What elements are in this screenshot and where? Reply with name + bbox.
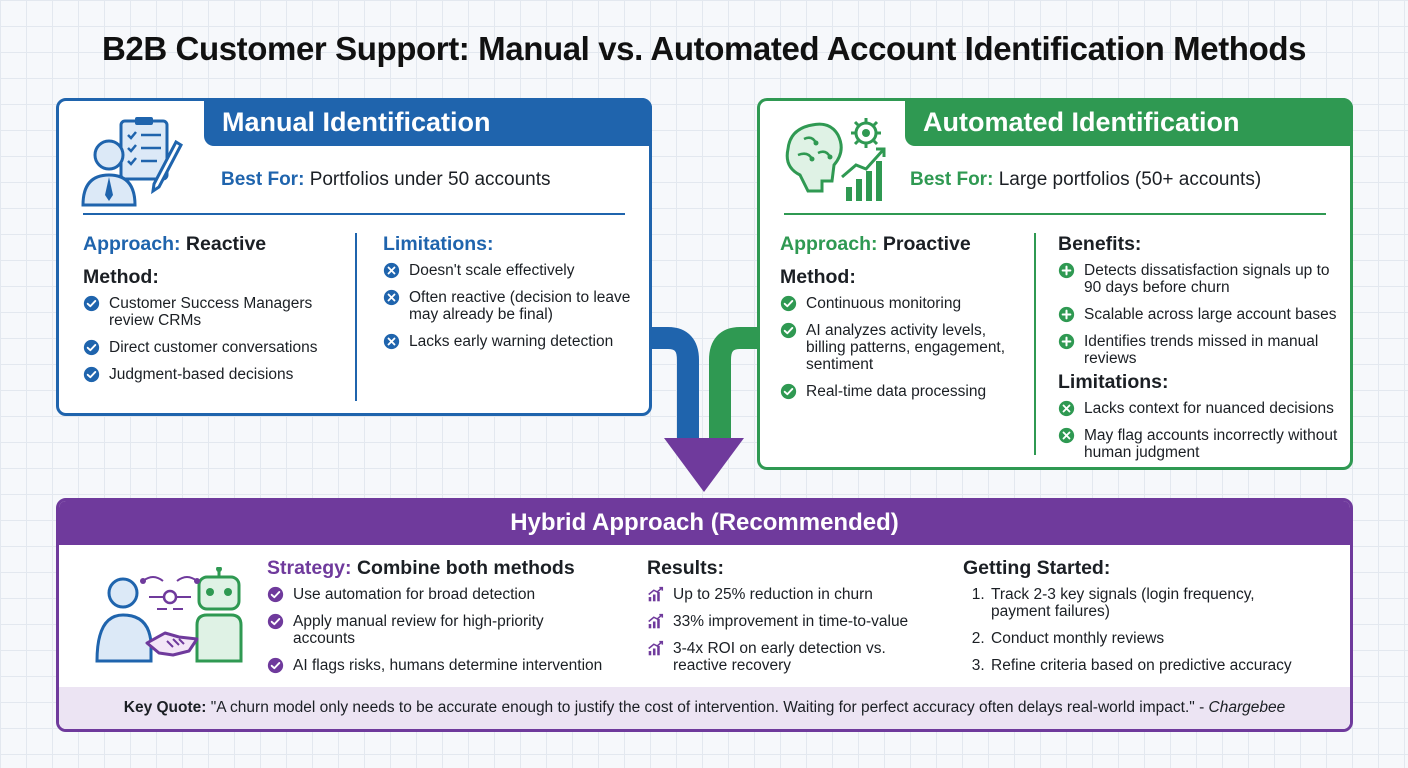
list-item: Direct customer conversations xyxy=(83,339,345,356)
hybrid-strategy: Strategy: Combine both methods xyxy=(267,557,575,579)
list-item: AI flags risks, humans determine interve… xyxy=(267,657,615,674)
hybrid-getting-started-heading: Getting Started: xyxy=(963,557,1111,579)
list-item: Customer Success Managers review CRMs xyxy=(83,295,345,329)
hybrid-results-list: Up to 25% reduction in churn 33% improve… xyxy=(647,586,947,674)
list-item: Use automation for broad detection xyxy=(267,586,615,603)
divider xyxy=(83,213,625,215)
automated-method-heading: Method: xyxy=(780,266,856,288)
manual-method-list: Customer Success Managers review CRMs Di… xyxy=(83,295,345,383)
hybrid-results-column: Results: Up to 25% reduction in churn 33… xyxy=(647,557,947,684)
plus-circle-icon xyxy=(1058,262,1075,279)
list-item: Lacks early warning detection xyxy=(383,333,631,350)
key-quote-bar: Key Quote: "A churn model only needs to … xyxy=(59,687,1350,729)
list-item: Conduct monthly reviews xyxy=(989,630,1333,647)
check-circle-icon xyxy=(780,383,797,400)
list-item: 33% improvement in time-to-value xyxy=(647,613,947,630)
key-quote-text: "A churn model only needs to be accurate… xyxy=(210,699,1195,716)
hybrid-getting-started-column: Getting Started: Track 2-3 key signals (… xyxy=(963,557,1333,684)
manual-method-heading: Method: xyxy=(83,266,159,288)
x-circle-icon xyxy=(383,333,400,350)
x-circle-icon xyxy=(1058,427,1075,444)
automated-approach: Approach: Proactive xyxy=(780,233,971,255)
list-item: AI analyzes activity levels, billing pat… xyxy=(780,322,1024,373)
list-item: Continuous monitoring xyxy=(780,295,1024,312)
key-quote-label: Key Quote: xyxy=(123,699,207,716)
automated-identification-panel: Automated Identification Best For: Large… xyxy=(757,98,1353,470)
list-item: Apply manual review for high-priority ac… xyxy=(267,613,593,647)
hybrid-results-heading: Results: xyxy=(647,557,724,579)
check-circle-icon xyxy=(267,613,284,630)
human-robot-handshake-icon xyxy=(95,567,243,663)
x-circle-icon xyxy=(383,289,400,306)
list-item: Refine criteria based on predictive accu… xyxy=(989,657,1333,674)
manual-limitations-list: Doesn't scale effectively Often reactive… xyxy=(383,262,631,350)
trend-chart-icon xyxy=(647,640,664,657)
automated-benefits-column: Benefits: Detects dissatisfaction signal… xyxy=(1058,233,1342,471)
manual-approach-column: Approach: Reactive Method: Customer Succ… xyxy=(83,233,345,393)
trend-chart-icon xyxy=(647,586,664,603)
key-quote-source: Chargebee xyxy=(1208,699,1286,716)
list-item: 3-4x ROI on early detection vs. reactive… xyxy=(647,640,933,674)
divider xyxy=(355,233,357,401)
divider xyxy=(1034,233,1036,455)
automated-method-list: Continuous monitoring AI analyzes activi… xyxy=(780,295,1024,400)
list-item: Often reactive (decision to leave may al… xyxy=(383,289,631,323)
ai-brain-chart-icon xyxy=(785,118,886,201)
automated-approach-column: Approach: Proactive Method: Continuous m… xyxy=(780,233,1024,410)
manual-approach: Approach: Reactive xyxy=(83,233,267,255)
automated-best-for: Best For: Large portfolios (50+ accounts… xyxy=(910,169,1262,190)
manual-limitations-heading: Limitations: xyxy=(383,233,494,255)
check-circle-icon xyxy=(780,322,797,339)
automated-limitations-list: Lacks context for nuanced decisions May … xyxy=(1058,400,1342,461)
check-circle-icon xyxy=(780,295,797,312)
automated-benefits-list: Detects dissatisfaction signals up to 90… xyxy=(1058,262,1342,367)
automated-benefits-heading: Benefits: xyxy=(1058,233,1142,255)
hybrid-strategy-column: Strategy: Combine both methods Use autom… xyxy=(267,557,615,684)
hybrid-header: Hybrid Approach (Recommended) xyxy=(59,501,1350,545)
automated-header: Automated Identification xyxy=(905,98,1353,146)
hybrid-strategy-list: Use automation for broad detection Apply… xyxy=(267,586,615,674)
list-item: Real-time data processing xyxy=(780,383,1024,400)
manual-limitations-column: Limitations: Doesn't scale effectively O… xyxy=(383,233,631,360)
manual-identification-panel: Manual Identification Best For: Portfoli… xyxy=(56,98,652,416)
x-circle-icon xyxy=(1058,400,1075,417)
plus-circle-icon xyxy=(1058,306,1075,323)
list-item: Lacks context for nuanced decisions xyxy=(1058,400,1342,417)
trend-chart-icon xyxy=(647,613,664,630)
plus-circle-icon xyxy=(1058,333,1075,350)
manual-header: Manual Identification xyxy=(204,98,652,146)
page-title: B2B Customer Support: Manual vs. Automat… xyxy=(101,30,1307,67)
person-checklist-icon xyxy=(81,117,183,207)
list-item: May flag accounts incorrectly without hu… xyxy=(1058,427,1342,461)
hybrid-approach-panel: Hybrid Approach (Recommended) Strategy: … xyxy=(56,498,1353,732)
list-item: Up to 25% reduction in churn xyxy=(647,586,947,603)
divider xyxy=(784,213,1326,215)
list-item: Track 2-3 key signals (login frequency, … xyxy=(989,586,1281,620)
check-circle-icon xyxy=(83,366,100,383)
hybrid-getting-started-list: Track 2-3 key signals (login frequency, … xyxy=(963,586,1333,674)
list-item: Identifies trends missed in manual revie… xyxy=(1058,333,1342,367)
x-circle-icon xyxy=(383,262,400,279)
check-circle-icon xyxy=(267,657,284,674)
check-circle-icon xyxy=(83,339,100,356)
manual-best-for: Best For: Portfolios under 50 accounts xyxy=(221,169,551,190)
list-item: Judgment-based decisions xyxy=(83,366,345,383)
list-item: Scalable across large account bases xyxy=(1058,306,1342,323)
list-item: Detects dissatisfaction signals up to 90… xyxy=(1058,262,1342,296)
automated-limitations-heading: Limitations: xyxy=(1058,371,1169,393)
key-quote-dash: - xyxy=(1194,699,1209,716)
check-circle-icon xyxy=(83,295,100,312)
check-circle-icon xyxy=(267,586,284,603)
list-item: Doesn't scale effectively xyxy=(383,262,631,279)
